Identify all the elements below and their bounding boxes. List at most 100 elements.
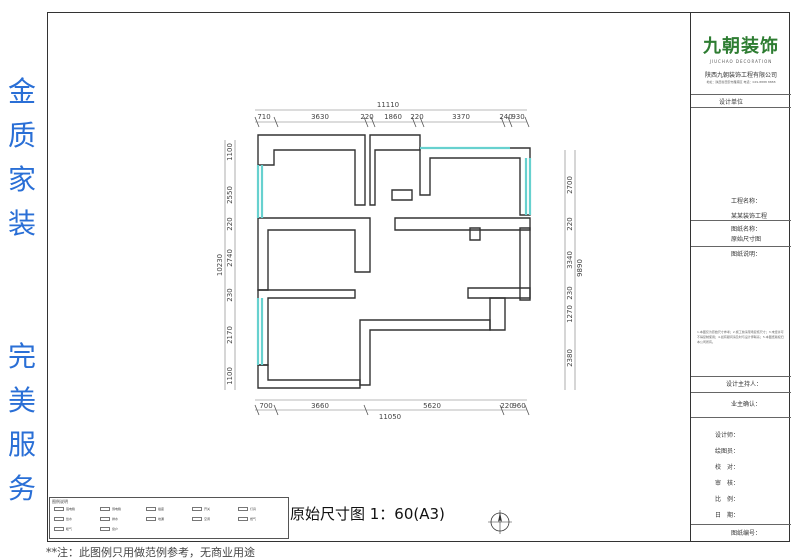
legend-symbol [192, 507, 202, 511]
brand-sub: JIUCHAO DECORATION [709, 59, 773, 64]
legend-symbol [54, 517, 64, 521]
dim-top-seg: 3630 [311, 113, 329, 121]
dim-top-seg: 710 [257, 113, 270, 121]
divider [691, 246, 791, 247]
slogan-char: 务 [7, 472, 36, 505]
slogan-char: 金 [7, 75, 36, 108]
legend-symbol [100, 517, 110, 521]
dim-right-seg: 230 [566, 286, 574, 299]
footnote: **注：此图例只用做范例参考，无商业用途 [46, 546, 255, 559]
description-text: 1.本图仅为原始尺寸参考；2.施工前请现场复核尺寸；3.未经许可不得复制使用；4… [697, 330, 784, 344]
dim-left-seg: 1100 [226, 143, 234, 161]
dim-right-seg: 2380 [566, 349, 574, 367]
drawing-note-label: 图纸说明： [731, 251, 762, 258]
dim-top-seg: 1860 [384, 113, 402, 121]
legend-symbol [100, 527, 110, 531]
drawing-frame [47, 12, 790, 542]
divider [691, 417, 791, 418]
drawing-number-label: 图纸编号： [731, 530, 762, 537]
legend-symbol [54, 507, 64, 511]
legend-symbol [146, 507, 156, 511]
divider [691, 94, 791, 95]
dim-top-seg: 220 [360, 113, 373, 121]
date-label: 日 期： [715, 512, 740, 519]
dim-bottom-seg: 700 [259, 402, 272, 410]
reviewer-label: 审 核： [715, 480, 740, 487]
legend-item: 燃气 [250, 517, 257, 521]
slogan-char: 完 [7, 340, 36, 373]
divider [691, 524, 791, 525]
dim-bottom-seg: 220 [500, 402, 513, 410]
dim-bottom-total: 11050 [379, 413, 401, 421]
slogan-char: 质 [7, 119, 36, 152]
dim-left-seg: 230 [226, 288, 234, 301]
north-compass-icon [488, 510, 512, 534]
dim-top-seg: 930 [511, 113, 524, 121]
checker-label: 校 对： [715, 464, 740, 471]
slogan-char: 美 [7, 384, 36, 417]
scale-label: 比 例： [715, 496, 740, 503]
dim-right-seg: 220 [566, 217, 574, 230]
divider [691, 392, 791, 393]
dim-top-seg: 240 [499, 113, 512, 121]
dim-bottom-seg: 3660 [311, 402, 329, 410]
dim-left-seg: 1100 [226, 367, 234, 385]
dim-right-seg: 3340 [566, 251, 574, 269]
brand-name: 九朝装饰 [703, 36, 779, 57]
divider [691, 107, 791, 108]
dim-bottom-seg: 960 [512, 402, 525, 410]
legend-item: 给水 [66, 517, 73, 521]
designer-label: 设计师： [715, 432, 740, 439]
slogan-top: 金 质 家 装 [2, 70, 42, 246]
project-name-label: 工程名称： [731, 198, 762, 205]
project-name-value: 某某装饰工程 [731, 213, 768, 220]
dim-left-total: 10230 [216, 254, 224, 276]
floor-plan: 11110 710 3630 220 1860 220 3370 240 930… [216, 101, 584, 421]
drawing-title: 原始尺寸图 1：60(A3) [290, 505, 445, 523]
company-logo: 九朝装饰 JIUCHAO DECORATION [691, 32, 791, 64]
drawing-name-label: 图纸名称： [731, 226, 762, 233]
dim-left-seg: 2550 [226, 186, 234, 204]
company-name: 陕西九朝装饰工程有限公司 [704, 72, 777, 79]
legend-item: 开关 [204, 507, 211, 511]
legend-item: 灯具 [250, 507, 257, 511]
dim-right-seg: 1270 [566, 305, 574, 323]
dim-top-total: 11110 [377, 101, 399, 109]
dim-left-seg: 220 [226, 217, 234, 230]
slogan-char: 装 [7, 207, 36, 240]
legend-item: 窗户 [112, 527, 119, 531]
slogan-bottom: 完 美 服 务 [2, 335, 42, 511]
title-block: 九朝装饰 JIUCHAO DECORATION 陕西九朝装饰工程有限公司 地址：… [690, 12, 791, 542]
legend-item: 排水 [112, 517, 119, 521]
owner-confirm-label: 业主确认： [731, 401, 762, 408]
slogan-char: 服 [7, 428, 36, 461]
legend-item: 暖气 [66, 527, 73, 531]
legend-symbol [238, 517, 248, 521]
legend-title: 图例说明 [52, 499, 68, 504]
dim-right-seg: 2700 [566, 176, 574, 194]
design-unit-label: 设计单位 [719, 99, 744, 106]
legend-symbol [54, 527, 64, 531]
dim-left-seg: 2740 [226, 249, 234, 267]
legend-symbol [238, 507, 248, 511]
slogan-char: 家 [7, 163, 36, 196]
legend-symbol [192, 517, 202, 521]
legend-item: 地漏 [158, 517, 165, 521]
dim-right-total: 9890 [576, 259, 584, 277]
legend: 图例说明 强电箱 弱电箱 插座 开关 灯具 给水 排水 地漏 空调 燃气 暖气 … [49, 497, 289, 539]
drawer-label: 绘图员： [715, 448, 740, 455]
drawing-name-value: 原始尺寸图 [731, 236, 762, 243]
dim-bottom-seg: 5620 [423, 402, 441, 410]
divider [691, 220, 791, 221]
legend-symbol [100, 507, 110, 511]
dim-top-seg: 220 [410, 113, 423, 121]
dim-top-seg: 3370 [452, 113, 470, 121]
dim-left-seg: 2170 [226, 326, 234, 344]
company-address: 地址：陕西省西安市雁塔区 电话：029-8888 8888 [706, 80, 776, 84]
legend-item: 弱电箱 [112, 507, 122, 511]
legend-item: 强电箱 [66, 507, 76, 511]
legend-item: 插座 [158, 507, 165, 511]
designer-signature-label: 设计主持人： [726, 381, 763, 388]
legend-symbol [146, 517, 156, 521]
legend-item: 空调 [204, 517, 211, 521]
